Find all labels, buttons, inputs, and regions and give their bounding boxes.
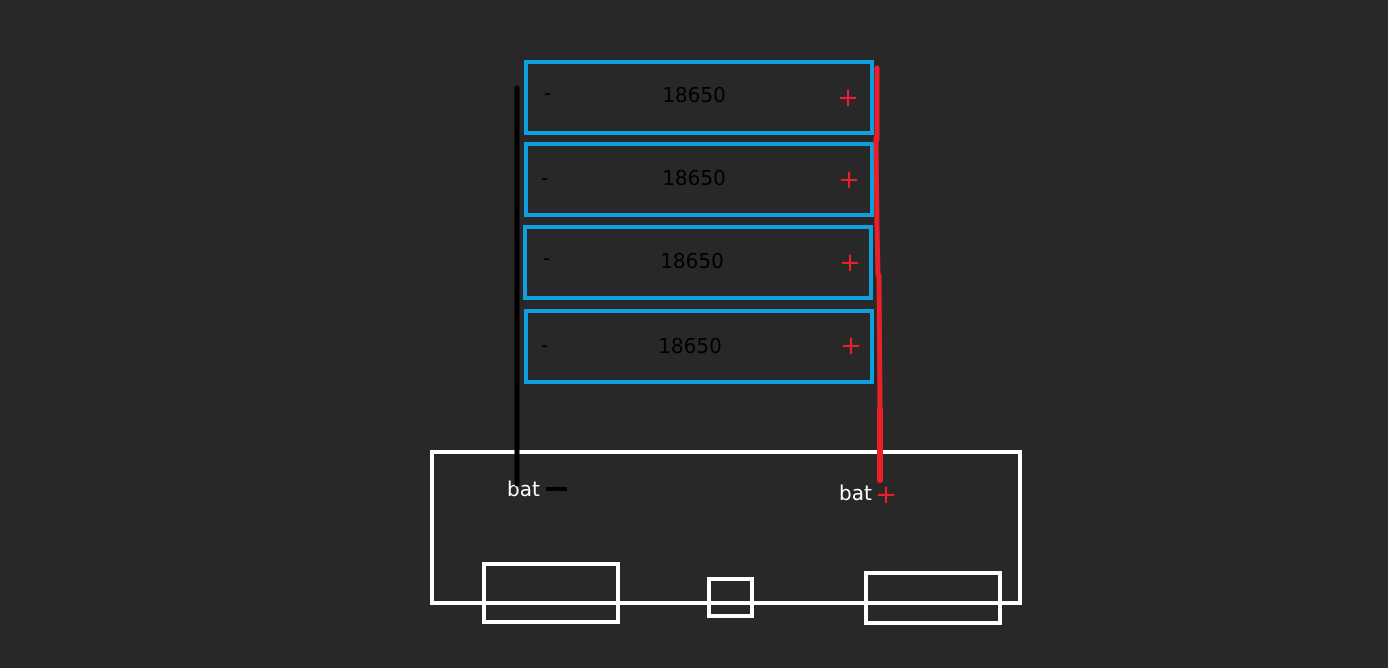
cell-1-label: 18650 xyxy=(662,83,726,107)
cell-3: - 18650 + xyxy=(523,225,873,300)
cell-1-neg-sign: - xyxy=(544,81,551,105)
cell-4: - 18650 + xyxy=(524,309,874,384)
bat-pos-sign: + xyxy=(875,480,897,510)
bat-pos-label: bat xyxy=(839,481,872,505)
positive-wire-segment-2 xyxy=(873,135,880,231)
cell-3-pos-sign: + xyxy=(839,248,861,278)
left-connector xyxy=(482,562,620,624)
cell-3-label: 18650 xyxy=(660,249,724,273)
cell-1: - 18650 + xyxy=(524,60,874,135)
cell-4-pos-sign: + xyxy=(840,331,862,361)
cell-2-neg-sign: - xyxy=(541,166,548,190)
cell-2-pos-sign: + xyxy=(838,165,860,195)
cell-3-neg-sign: - xyxy=(543,246,550,270)
cell-4-label: 18650 xyxy=(658,334,722,358)
right-connector xyxy=(864,571,1002,625)
cell-2: - 18650 + xyxy=(524,142,874,217)
board-outline xyxy=(430,450,1022,605)
cell-1-body xyxy=(524,60,874,135)
cell-2-label: 18650 xyxy=(662,166,726,190)
cell-1-pos-sign: + xyxy=(837,83,859,113)
charger-board: bat bat + xyxy=(430,450,1022,625)
cell-4-neg-sign: - xyxy=(541,333,548,357)
positive-wire xyxy=(873,65,883,483)
positive-wire-segment-4 xyxy=(876,272,883,411)
cell-3-body xyxy=(523,225,873,300)
bat-neg-label: bat xyxy=(507,477,540,501)
cell-2-body xyxy=(524,142,874,217)
center-chip xyxy=(707,577,754,618)
positive-wire-segment-3 xyxy=(874,223,881,278)
cell-4-body xyxy=(524,309,874,384)
